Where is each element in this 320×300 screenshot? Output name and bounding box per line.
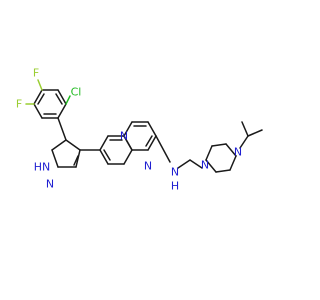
isopropyl-group xyxy=(239,121,263,149)
ethyl-linker xyxy=(177,159,203,169)
piperazine-ring xyxy=(205,143,237,173)
atom-cl: Cl xyxy=(71,86,82,99)
atom-piperazine-n-right: N xyxy=(234,146,242,159)
atom-naphthyridine-n-bottom: N xyxy=(144,160,152,173)
atom-f-left: F xyxy=(16,98,22,111)
bond-c-f-top xyxy=(37,79,43,91)
atom-pyrazole-n: N xyxy=(46,178,54,191)
bond-phenyl-pyrazole xyxy=(57,117,67,141)
atom-labels: Cl F F HN N N N N H N N xyxy=(16,67,242,193)
molecule-canvas: Cl F F HN N N N N H N N xyxy=(15,66,263,193)
atom-amine-h: H xyxy=(171,180,179,193)
atom-piperazine-n-left: N xyxy=(201,159,209,172)
phenyl-ring xyxy=(33,89,67,119)
atom-amine-n: N xyxy=(171,166,179,179)
atom-pyrazole-nh: HN xyxy=(34,161,51,174)
pyrazole-ring xyxy=(51,139,81,168)
bond-c-cl xyxy=(65,95,71,105)
molecule-structure: Cl F F HN N N N N H N N xyxy=(16,67,263,193)
naphthyridine-right-ring xyxy=(123,121,157,151)
bond-naphthyridine-amine xyxy=(155,135,171,163)
atom-naphthyridine-n-top: N xyxy=(120,130,128,143)
atom-f-top: F xyxy=(33,67,39,80)
